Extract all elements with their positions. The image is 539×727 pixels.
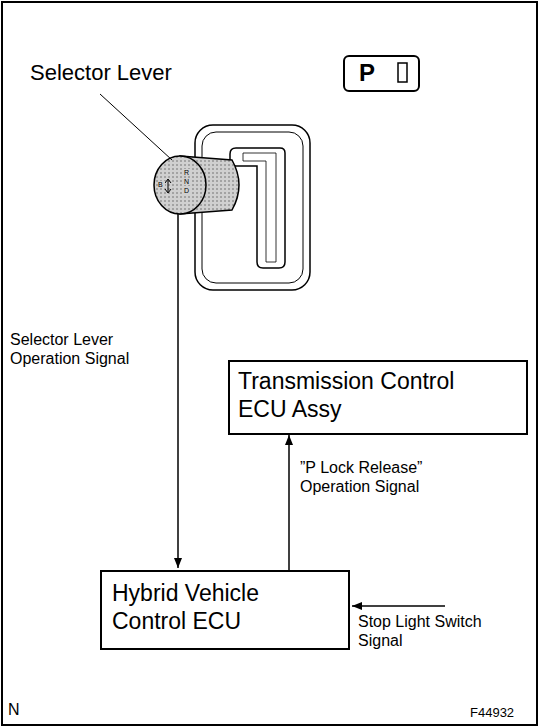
shift-position: D [184, 187, 191, 194]
node-text: P [359, 59, 418, 88]
view-marker: N [8, 700, 38, 719]
signal-name: ”P Lock Release” Operation Signal [300, 458, 475, 496]
shift-position: B [158, 181, 165, 188]
indicator-box: P [343, 55, 420, 92]
shift-position: N [184, 178, 191, 185]
node-text: Hybrid Vehicle Control ECU [112, 580, 312, 635]
part-name: Selector Lever [30, 60, 230, 86]
ecu-box: Hybrid Vehicle Control ECU [100, 570, 350, 650]
shift-arrow-symbol [165, 179, 171, 193]
figure-number: F44932 [470, 705, 534, 721]
signal-name: Stop Light Switch Signal [358, 612, 498, 650]
signal-name: Selector Lever Operation Signal [10, 330, 165, 368]
node-text: Transmission Control ECU Assy [238, 368, 463, 423]
shift-position: R [184, 169, 191, 176]
signal-arrow [288, 435, 290, 570]
gate-slot [230, 148, 285, 268]
ecu-box: Transmission Control ECU Assy [228, 360, 528, 435]
lever-knob-face [154, 156, 206, 214]
signal-wire [177, 214, 179, 568]
signal-wire [352, 605, 445, 607]
gate-slot-inner [243, 153, 276, 262]
leader-line [100, 94, 172, 160]
indicator-lamp [398, 63, 407, 82]
